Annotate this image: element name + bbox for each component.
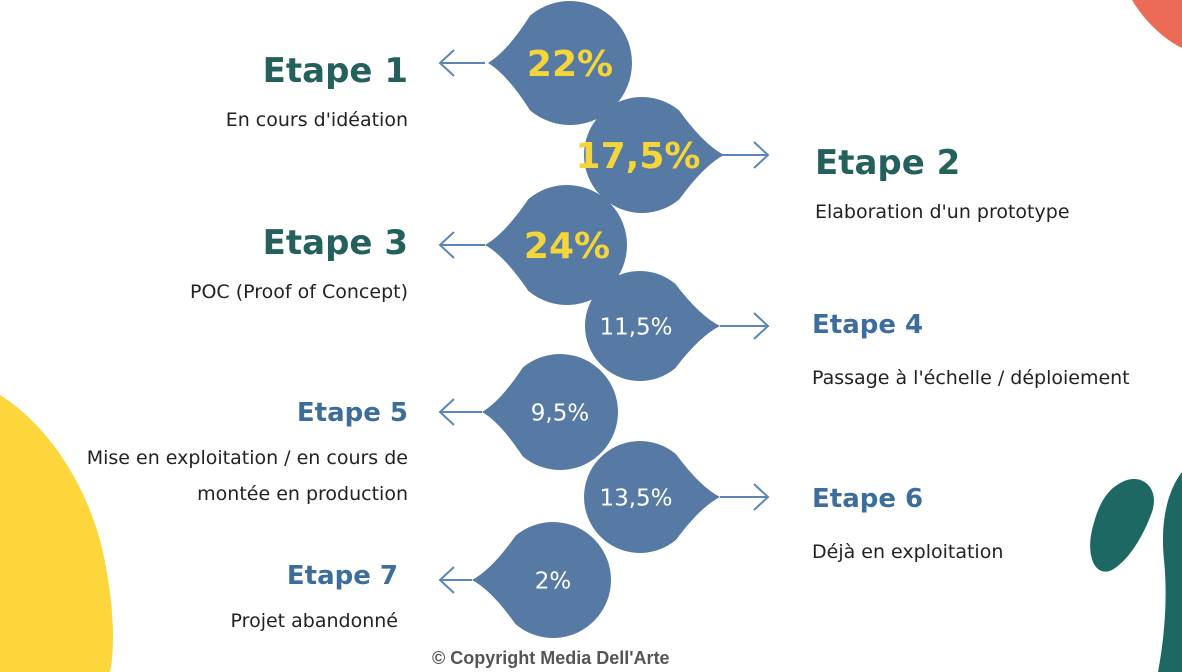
- teal-blob-decoration: [1090, 478, 1154, 572]
- step-label-7: Etape 7 Projet abandonné: [231, 563, 398, 639]
- arrow-step-3: [438, 231, 485, 259]
- step-description-line: Déjà en exploitation: [812, 541, 1004, 563]
- step-description-1: En cours d'idéation: [226, 102, 408, 138]
- step-label-2: Etape 2 Elaboration d'un prototype: [815, 146, 1070, 230]
- percent-step-5: 9,5%: [531, 400, 589, 426]
- arrow-step-2: [722, 141, 770, 169]
- step-title-4: Etape 4: [812, 310, 924, 340]
- step-title-7: Etape 7: [286, 561, 398, 591]
- step-description-7: Projet abandonné: [231, 603, 398, 639]
- step-description-4: Passage à l'échelle / déploiement: [812, 360, 1130, 396]
- step-description-6: Déjà en exploitation: [812, 534, 1003, 570]
- step-description-2: Elaboration d'un prototype: [815, 194, 1070, 230]
- arrow-step-5: [438, 398, 482, 426]
- teal-wave-decoration: [1158, 472, 1182, 672]
- drop-shape-step-7: [472, 522, 611, 639]
- step-description-line: Passage à l'échelle / déploiement: [812, 367, 1130, 389]
- step-description-line: POC (Proof of Concept): [190, 281, 408, 303]
- percent-step-3: 24%: [524, 226, 610, 267]
- percent-step-7: 2%: [535, 568, 572, 594]
- arrow-step-1: [438, 49, 485, 77]
- orange-blob-decoration: [1132, 0, 1182, 48]
- step-description-line: montée en production: [197, 483, 408, 506]
- copyright-text: © Copyright Media Dell'Arte: [432, 648, 670, 668]
- yellow-blob-decoration: [0, 395, 113, 672]
- drop-shape-step-5: [482, 353, 618, 470]
- step-description-line: Projet abandonné: [230, 610, 398, 632]
- drop-shape-step-2: [584, 97, 724, 213]
- drop-shape-step-4: [584, 270, 720, 382]
- step-title-5: Etape 5: [296, 398, 408, 428]
- arrow-step-4: [720, 312, 770, 340]
- step-description-line: En cours d'idéation: [225, 109, 408, 131]
- percent-step-6: 13,5%: [599, 485, 672, 511]
- step-label-1: Etape 1 En cours d'idéation: [226, 54, 408, 138]
- percent-step-4: 11,5%: [599, 314, 672, 340]
- arrow-step-7: [438, 566, 472, 594]
- step-label-4: Etape 4 Passage à l'échelle / déploiement: [812, 312, 1130, 396]
- step-title-3: Etape 3: [262, 223, 408, 263]
- percent-step-2: 17,5%: [576, 136, 701, 177]
- step-label-6: Etape 6 Déjà en exploitation: [812, 486, 1003, 570]
- arrow-step-6: [720, 483, 770, 511]
- step-title-6: Etape 6: [812, 484, 924, 514]
- drop-shape-step-6: [584, 441, 720, 553]
- step-title-2: Etape 2: [815, 143, 961, 183]
- step-label-3: Etape 3 POC (Proof of Concept): [190, 226, 408, 310]
- step-description-3: POC (Proof of Concept): [190, 274, 408, 310]
- drop-shape-step-1: [488, 0, 632, 126]
- drop-shape-step-3: [485, 185, 628, 306]
- percent-step-1: 22%: [527, 44, 613, 85]
- step-title-1: Etape 1: [262, 51, 408, 91]
- step-label-5: Etape 5 Mise en exploitation / en cours d…: [87, 400, 408, 512]
- step-description-line: Mise en exploitation / en cours de: [86, 447, 408, 469]
- step-description-5: Mise en exploitation / en cours de montée…: [87, 440, 408, 512]
- step-description-line: Elaboration d'un prototype: [815, 201, 1070, 223]
